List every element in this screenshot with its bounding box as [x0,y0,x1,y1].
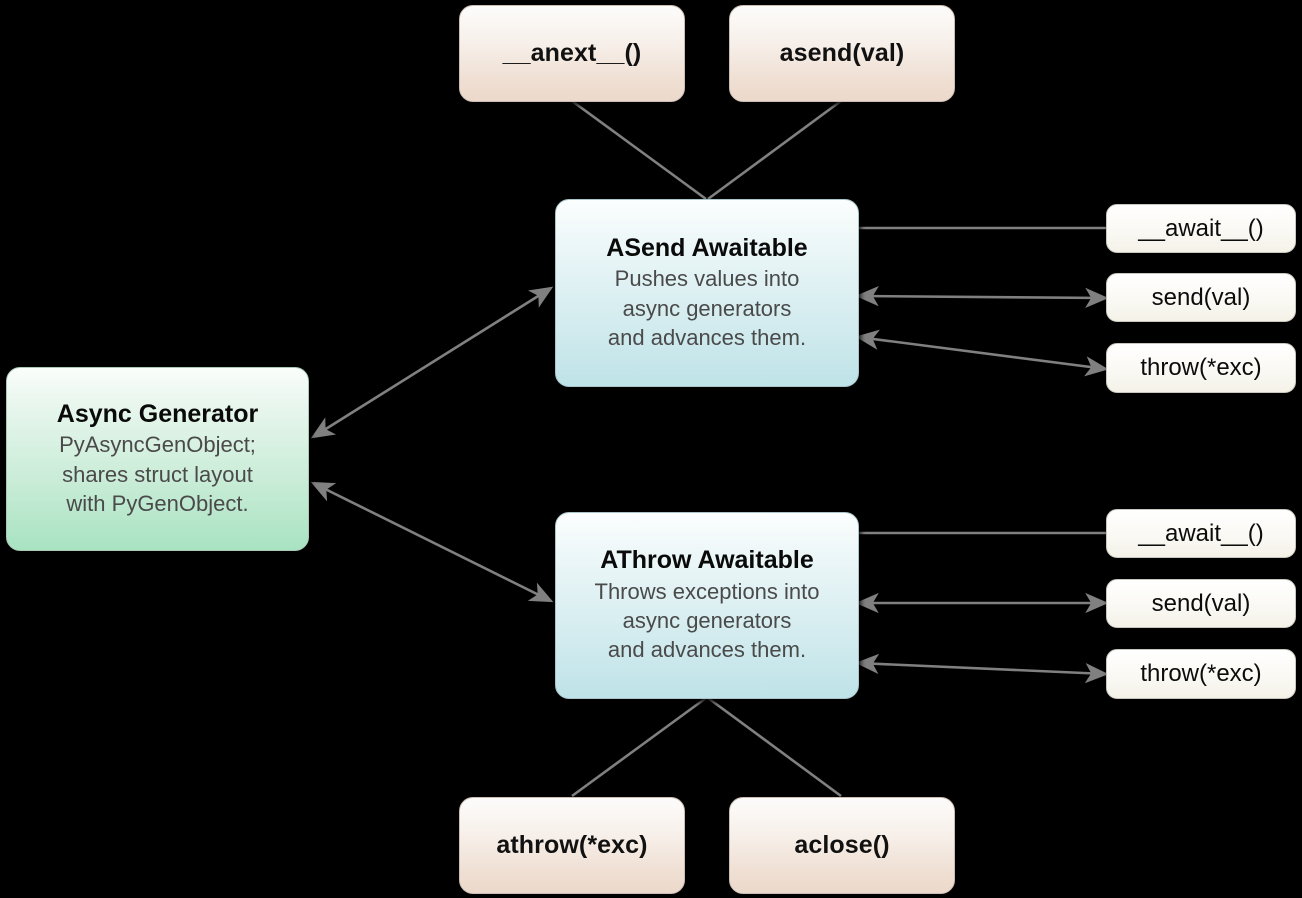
node-asend-await-label: __await__() [1138,214,1264,242]
node-asend-throw[interactable]: throw(*exc) [1106,343,1296,393]
edge-generator-asend [310,286,554,439]
node-async-generator-desc: PyAsyncGenObject; shares struct layout w… [59,432,256,516]
node-asend-await[interactable]: __await__() [1106,204,1296,253]
node-asend-awaitable-title: ASend Awaitable [606,233,808,262]
node-asend-throw-label: throw(*exc) [1140,354,1262,381]
node-athrow-await[interactable]: __await__() [1106,509,1296,558]
node-asend-send-label: send(val) [1151,283,1251,311]
node-async-generator[interactable]: Async Generator PyAsyncGenObject; shares… [6,367,309,551]
edge-generator-athrow [310,481,554,603]
node-asend-awaitable-desc: Pushes values into async generators and … [607,266,807,350]
edge-asend-send [855,286,1109,308]
edge-asend-throw [855,329,1109,377]
node-asend-send[interactable]: send(val) [1106,273,1296,322]
node-async-generator-title: Async Generator [56,399,259,428]
node-athrow-awaitable-title: AThrow Awaitable [600,546,814,575]
node-athrow-awaitable-desc: Throws exceptions into async generators … [594,578,820,663]
node-athrow-throw[interactable]: throw(*exc) [1106,649,1296,699]
edge-athrow-to-athrow-awaitable [571,696,707,798]
node-athrow[interactable]: athrow(*exc) [459,797,685,894]
node-athrow-await-label: __await__() [1138,519,1264,547]
node-anext[interactable]: __anext__() [459,5,685,102]
node-asend-awaitable[interactable]: ASend Awaitable Pushes values into async… [555,199,859,387]
node-aclose-label: aclose() [794,831,890,859]
node-athrow-send-label: send(val) [1151,589,1251,617]
edge-aclose-to-athrow-awaitable [707,696,842,798]
node-asend[interactable]: asend(val) [729,5,955,102]
node-aclose[interactable]: aclose() [729,797,955,894]
node-athrow-label: athrow(*exc) [496,831,648,859]
edge-athrow-throw [855,653,1109,684]
node-anext-label: __anext__() [502,39,642,67]
node-athrow-awaitable[interactable]: AThrow Awaitable Throws exceptions into … [555,512,859,699]
node-asend-label: asend(val) [779,39,905,67]
node-athrow-send[interactable]: send(val) [1106,579,1296,628]
edge-anext-to-asend-awaitable [571,99,707,201]
edge-asend-to-asend-awaitable [707,99,842,201]
node-athrow-throw-label: throw(*exc) [1140,660,1262,687]
